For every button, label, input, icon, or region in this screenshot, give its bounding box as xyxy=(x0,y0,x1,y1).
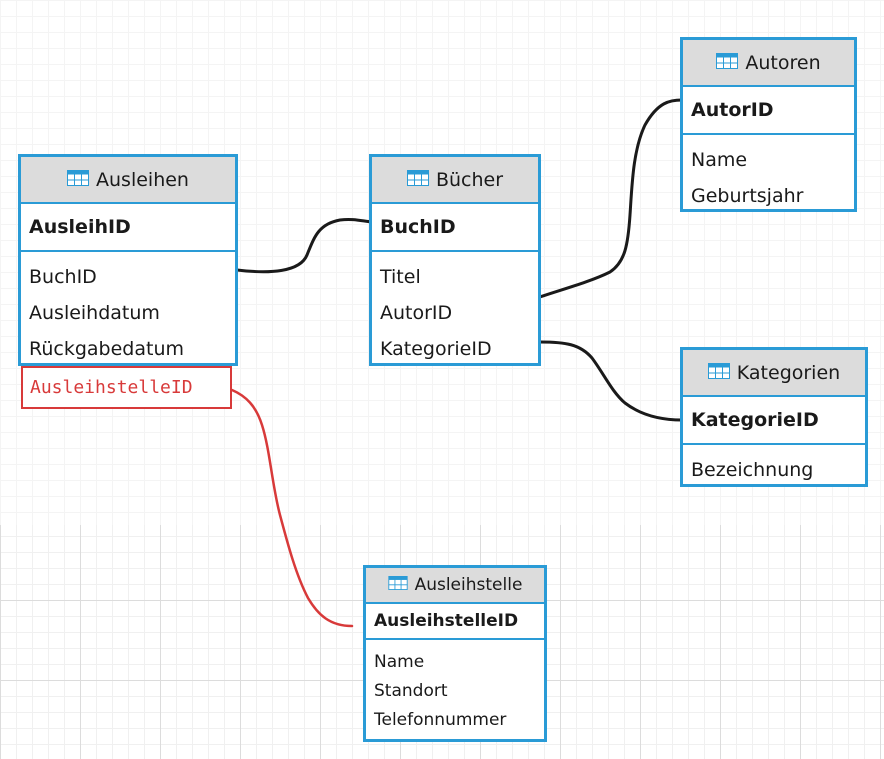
field[interactable]: Name xyxy=(374,651,425,672)
table-title: Bücher xyxy=(435,168,504,191)
table-header[interactable]: Bücher xyxy=(372,157,538,204)
field[interactable]: Telefonnummer xyxy=(374,709,507,730)
table-title: Ausleihstelle xyxy=(414,575,523,595)
field[interactable]: Standort xyxy=(374,680,448,701)
table-icon xyxy=(707,362,730,384)
field[interactable]: Titel xyxy=(380,266,421,288)
relation-ausleihen-ausleihstelle[interactable] xyxy=(230,388,354,628)
table-buecher[interactable]: Bücher BuchID Titel AutorID KategorieID xyxy=(369,154,541,366)
relation-ausleihen-buecher[interactable] xyxy=(235,217,376,274)
added-field-ausleihstelleid[interactable]: AusleihstelleID xyxy=(21,366,232,409)
table-icon xyxy=(716,52,739,74)
field[interactable]: KategorieID xyxy=(380,338,492,360)
primary-key-field[interactable]: KategorieID xyxy=(683,397,865,445)
field[interactable]: Geburtsjahr xyxy=(691,185,804,207)
table-ausleihen[interactable]: Ausleihen AusleihID BuchID Ausleihdatum … xyxy=(18,154,238,366)
table-title: Kategorien xyxy=(736,361,841,384)
field[interactable]: Ausleihdatum xyxy=(29,302,160,324)
table-ausleihstelle[interactable]: Ausleihstelle AusleihstelleID Name Stand… xyxy=(363,565,547,742)
table-kategorien[interactable]: Kategorien KategorieID Bezeichnung xyxy=(680,347,868,487)
field[interactable]: BuchID xyxy=(29,266,97,288)
primary-key-field[interactable]: AusleihID xyxy=(21,204,235,252)
table-header[interactable]: Autoren xyxy=(683,40,854,87)
field[interactable]: AutorID xyxy=(380,302,453,324)
table-icon xyxy=(67,169,90,191)
table-title: Autoren xyxy=(745,51,821,74)
field[interactable]: Bezeichnung xyxy=(691,459,814,481)
field[interactable]: Name xyxy=(691,149,748,171)
table-header[interactable]: Kategorien xyxy=(683,350,865,397)
primary-key-field[interactable]: BuchID xyxy=(372,204,538,252)
table-header[interactable]: Ausleihstelle xyxy=(366,568,544,604)
relation-buecher-kategorien[interactable] xyxy=(538,340,684,422)
table-title: Ausleihen xyxy=(96,168,189,191)
table-icon xyxy=(406,169,429,191)
relation-buecher-autoren[interactable] xyxy=(535,98,684,300)
table-header[interactable]: Ausleihen xyxy=(21,157,235,204)
table-icon xyxy=(387,575,408,595)
primary-key-field[interactable]: AusleihstelleID xyxy=(366,604,544,640)
field[interactable]: Rückgabedatum xyxy=(29,338,184,360)
table-autoren[interactable]: Autoren AutorID Name Geburtsjahr xyxy=(680,37,857,212)
primary-key-field[interactable]: AutorID xyxy=(683,87,854,135)
